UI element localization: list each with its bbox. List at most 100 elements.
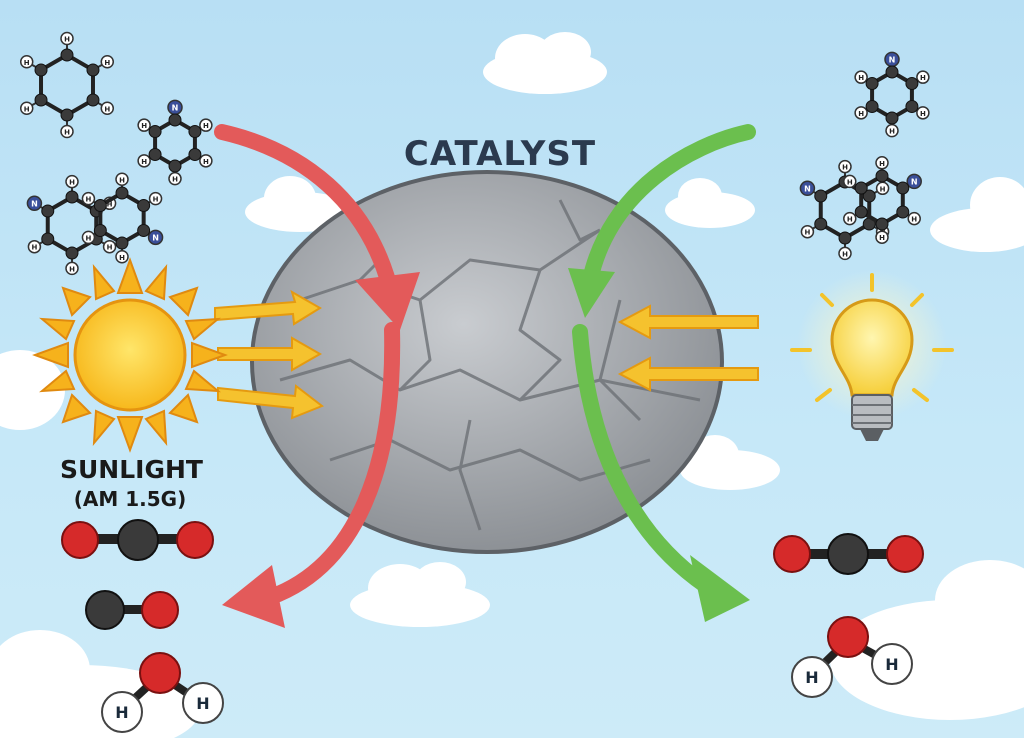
cloud [0, 350, 65, 430]
carbon-atom [905, 77, 919, 90]
carbon-atom [885, 111, 899, 125]
red-reactant-arrow [214, 124, 420, 628]
atom-label-h: H [847, 216, 853, 224]
bulb-arrows [617, 304, 759, 392]
carbon-atom [34, 93, 48, 107]
carbon-atom [875, 169, 889, 183]
sun-icon [32, 257, 228, 453]
carbon-atom [865, 100, 879, 113]
carbon-atom [838, 231, 852, 245]
hydrogen-atom [60, 124, 74, 139]
carbon-atom [115, 186, 129, 200]
atom-label-h: H [203, 122, 209, 130]
hydrogen-atom [838, 246, 852, 261]
hydrogen-atom [137, 154, 151, 168]
organic-molecules: HHHHHHNHHHHHHHHHHNHHNHHHNHHHHHHHHHHNHNHH… [19, 31, 930, 276]
carbon-atom [814, 217, 828, 231]
nitrogen-atom [26, 195, 43, 212]
nitrogen-atom [147, 229, 164, 246]
atom-label-h: H [920, 110, 926, 118]
atom-label-h: H [842, 164, 848, 172]
hydrogen-atom [199, 154, 213, 168]
carbon-atom [168, 113, 182, 127]
light-arrow [214, 289, 322, 326]
atom-label-h: H [107, 200, 113, 208]
atom-label-h: H [911, 216, 917, 224]
sunlight-sublabel: (AM 1.5G) [73, 487, 187, 511]
atom-label-n: N [152, 233, 159, 242]
carbon-atom [115, 236, 129, 250]
catalyst-title: CATALYST [403, 134, 597, 174]
atom-label-h: H [64, 36, 70, 44]
carbon-atom [148, 125, 162, 138]
hydrogen-atom [81, 230, 96, 245]
atom-label-h: H [69, 179, 75, 187]
carbon-atom [885, 65, 899, 79]
carbon-atom [93, 199, 107, 212]
carbon-atom [905, 100, 919, 113]
cloud [665, 178, 755, 228]
carbon-atom [137, 224, 151, 237]
co2-molecule-left [61, 519, 214, 561]
hydrogen-atom [800, 224, 815, 239]
atom-label-h: H [24, 105, 30, 113]
hydrogen-atom [19, 101, 34, 115]
atom-label-h: H [880, 185, 886, 193]
carbon-atom [137, 199, 151, 212]
hydrogen-atom [100, 101, 115, 115]
cloud [483, 32, 607, 94]
hydrogen-atom [854, 106, 868, 120]
atom-label-n: N [31, 199, 38, 208]
atom-label-n: N [911, 177, 918, 186]
atom-label-h: H [119, 176, 125, 184]
atom-label-h: H [104, 105, 110, 113]
hydrogen-atom [115, 172, 129, 186]
atom-label-h: H [847, 178, 853, 186]
hydrogen-atom [885, 123, 899, 138]
atom-label-h: H [805, 668, 818, 687]
carbon-atom [168, 159, 182, 173]
atom-label-h: H [107, 244, 113, 252]
light-bulb-icon [790, 270, 954, 441]
carbon-atom [86, 63, 100, 77]
atom-label-h: H [104, 59, 110, 67]
hydrogen-atom [27, 239, 42, 254]
carbon-atom [854, 205, 868, 219]
atom-label-n: N [172, 103, 179, 112]
carbon-atom [865, 77, 879, 90]
atom-label-h: H [804, 229, 810, 237]
hydrogen-atom [875, 230, 889, 244]
cloud [930, 177, 1024, 252]
atom-label-h: H [64, 129, 70, 137]
atom-label-n: N [889, 55, 896, 64]
hydrogen-atom [907, 211, 921, 226]
catalyst-rock [250, 170, 724, 554]
atom-label-n: N [804, 184, 811, 193]
carbon-atom [34, 63, 48, 77]
carbon-atom [60, 48, 74, 62]
nitrogen-atom [799, 180, 816, 197]
light-arrow [617, 356, 759, 392]
co2-molecule-right [773, 533, 924, 575]
atom-label-h: H [86, 234, 92, 242]
water-molecule-right [791, 616, 913, 698]
hydrogen-atom [19, 55, 34, 69]
sparkle-icon [954, 672, 996, 714]
light-arrow [217, 384, 325, 420]
hydrogen-atom [60, 31, 74, 46]
carbon-atom [65, 190, 79, 204]
hydrogen-atom [916, 106, 930, 120]
nitrogen-atom [906, 173, 922, 190]
atom-label-h: H [858, 74, 864, 82]
hydrogen-atom [137, 118, 151, 132]
carbon-atom [875, 217, 889, 231]
atom-label-h: H [115, 703, 128, 722]
atom-label-h: H [879, 234, 885, 242]
hydrogen-atom [843, 174, 857, 189]
hydrogen-atom [65, 174, 79, 189]
green-reactant-arrow [568, 124, 756, 622]
